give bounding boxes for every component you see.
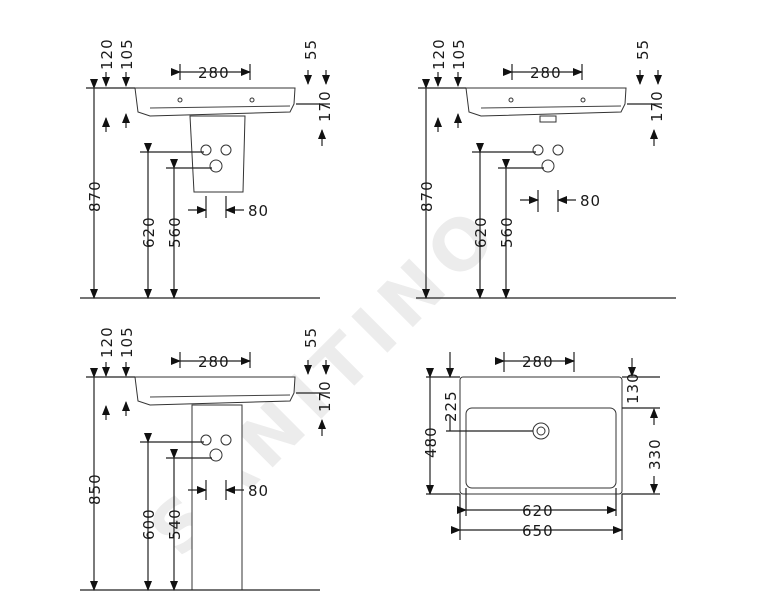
dim-280: 280 [530,64,562,82]
dim-620: 620 [522,502,554,520]
dim-120: 120 [98,326,116,358]
view-basin-full-pedestal: 280 120 105 55 170 850 600 540 80 [80,326,334,591]
dim-170: 170 [648,90,666,122]
basin-plan-inner [465,407,617,489]
view-wall-hung-basin: 280 120 105 55 170 870 620 560 80 [416,38,676,299]
dim-850: 850 [86,473,104,505]
dim-80: 80 [248,202,269,220]
dim-55: 55 [634,39,652,60]
dim-130: 130 [624,372,642,404]
dim-620: 620 [472,216,490,248]
dim-560: 560 [498,216,516,248]
basin-outline [465,87,627,117]
dim-105: 105 [118,38,136,70]
basin-outline [134,376,296,406]
dim-280: 280 [198,353,230,371]
dim-330: 330 [646,438,664,470]
basin-outline [134,87,296,117]
full-pedestal [191,404,243,591]
dim-120: 120 [430,38,448,70]
dim-120: 120 [98,38,116,70]
dim-870: 870 [418,180,436,212]
half-pedestal [189,115,246,193]
view-basin-half-pedestal: 280 120 105 55 170 870 620 560 80 [80,38,334,299]
dim-55: 55 [302,327,320,348]
dim-560: 560 [166,216,184,248]
dim-105: 105 [450,38,468,70]
dim-540: 540 [166,508,184,540]
dim-80: 80 [248,482,269,500]
dim-280: 280 [198,64,230,82]
dim-650: 650 [522,522,554,540]
dim-600: 600 [140,508,158,540]
dim-480: 480 [422,426,440,458]
view-plan: 280 225 480 130 330 620 650 [422,352,664,540]
dim-170: 170 [316,90,334,122]
dim-280: 280 [522,353,554,371]
dim-870: 870 [86,180,104,212]
dim-225: 225 [442,390,460,422]
dim-55: 55 [302,39,320,60]
dim-620: 620 [140,216,158,248]
dim-80: 80 [580,192,601,210]
dim-105: 105 [118,326,136,358]
dim-170: 170 [316,380,334,412]
